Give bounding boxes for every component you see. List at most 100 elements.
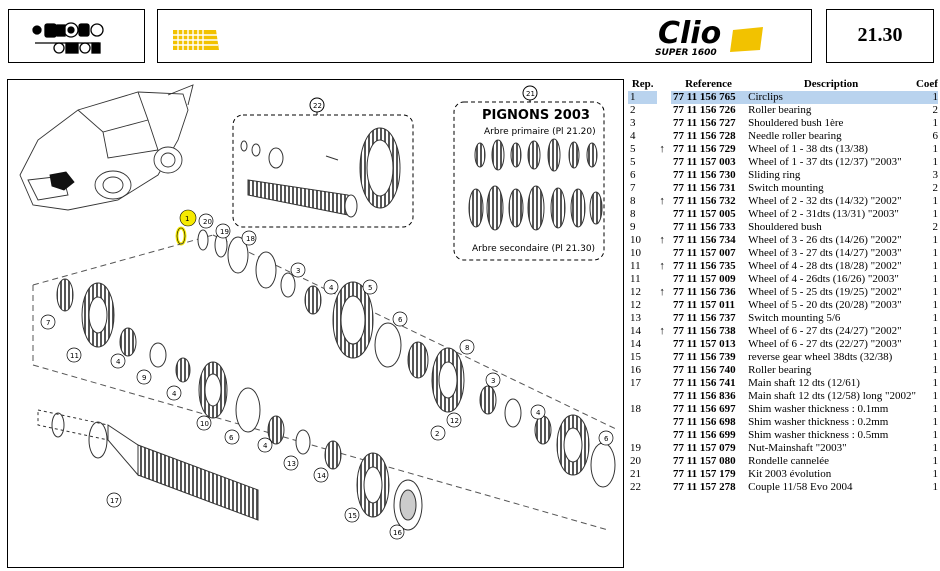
replaced-marker-icon [657,104,671,117]
replaced-marker-icon [657,429,671,442]
svg-text:8: 8 [465,344,469,352]
coef-cell: 1 [932,286,939,298]
svg-text:4: 4 [116,358,121,366]
rep-cell: 10 [630,234,641,246]
coef-cell: 2 [932,182,939,194]
replaced-marker-icon [657,468,671,481]
table-header-row: Rep. Reference Description Coef [628,77,938,91]
description-cell: Switch mounting 5/6 [748,312,841,324]
coef-cell: 1 [932,325,939,337]
description-cell: Wheel of 1 - 37 dts (12/37) "2003" [748,156,902,168]
replaced-marker-icon [657,299,671,312]
description-cell: Wheel of 1 - 38 dts (13/38) [748,143,868,155]
reference-cell: 77 11 157 009 [672,273,736,285]
rep-cell [628,429,657,442]
rep-cell: 18 [630,403,641,415]
reference-cell: 77 11 157 005 [672,208,736,220]
replaced-marker-icon [657,182,671,195]
table-row[interactable]: 77 11 156 836 Main shaft 12 dts (12/58) l… [628,390,938,403]
svg-text:12: 12 [450,417,459,425]
reference-cell: 77 11 156 736 [672,286,736,298]
reference-cell: 77 11 156 726 [672,104,736,116]
rep-cell: 8 [630,195,636,207]
reference-cell: 77 11 156 765 [670,91,747,104]
description-cell: Main shaft 12 dts (12/58) long "2002" [748,390,916,402]
table-row[interactable]: 8 ↑ 77 11 156 732 Wheel of 2 - 32 dts (14/3… [628,195,938,208]
rep-cell: 7 [630,182,636,194]
replaced-marker-icon [657,156,671,169]
svg-text:9: 9 [142,374,146,382]
reference-cell: 77 11 156 730 [672,169,736,181]
replaced-marker-icon [657,377,671,390]
brand-logo: Clio [658,16,721,51]
reference-cell: 77 11 156 728 [672,130,736,142]
reference-cell: 77 11 157 013 [672,338,736,350]
description-cell: Kit 2003 évolution [748,468,832,480]
inset-title: PIGNONS 2003 [482,108,590,123]
exploded-diagram: 1 22 21 [7,79,624,568]
rep-cell [628,416,657,429]
coef-cell: 1 [932,208,939,220]
coef-cell: 1 [932,312,939,324]
svg-text:3: 3 [296,267,300,275]
description-cell: Shouldered bush [748,221,822,233]
replaced-marker-icon [657,390,671,403]
svg-text:21: 21 [526,90,535,98]
description-cell: Wheel of 5 - 20 dts (20/28) "2003" [748,299,902,311]
rep-cell: 22 [630,481,641,493]
callout-labels [40,213,614,540]
reference-cell: 77 11 156 732 [672,195,736,207]
description-cell: Wheel of 6 - 27 dts (22/27) "2003" [748,338,902,350]
reference-cell: 77 11 157 079 [672,442,736,454]
coef-cell: 1 [932,403,939,415]
replaced-marker-icon: ↑ [659,234,665,246]
coef-cell: 1 [932,117,939,129]
clio-logo: Clio SUPER 1600 [655,16,763,58]
coef-cell: 1 [932,364,939,376]
rep-cell: 14 [630,338,641,350]
description-cell: Sliding ring [748,169,801,181]
coef-cell: 1 [932,299,939,311]
description-cell: Wheel of 2 - 32 dts (14/32) "2002" [748,195,902,207]
description-cell: Shim washer thickness : 0.5mm [748,429,889,441]
brand-sub: SUPER 1600 [655,48,717,58]
circlip-highlight[interactable]: 1 [175,209,197,246]
reference-cell: 77 11 157 007 [672,247,736,259]
coef-cell: 1 [915,91,938,104]
rep-cell: 20 [630,455,641,467]
replaced-marker-icon: ↑ [659,195,665,207]
svg-text:10: 10 [200,420,209,428]
description-cell: Wheel of 5 - 25 dts (19/25) "2002" [748,286,902,298]
svg-text:22: 22 [313,102,322,110]
reference-cell: 77 11 156 836 [672,390,736,402]
table-row[interactable]: 14 77 11 157 013 Wheel of 6 - 27 dts (22/2… [628,338,938,351]
